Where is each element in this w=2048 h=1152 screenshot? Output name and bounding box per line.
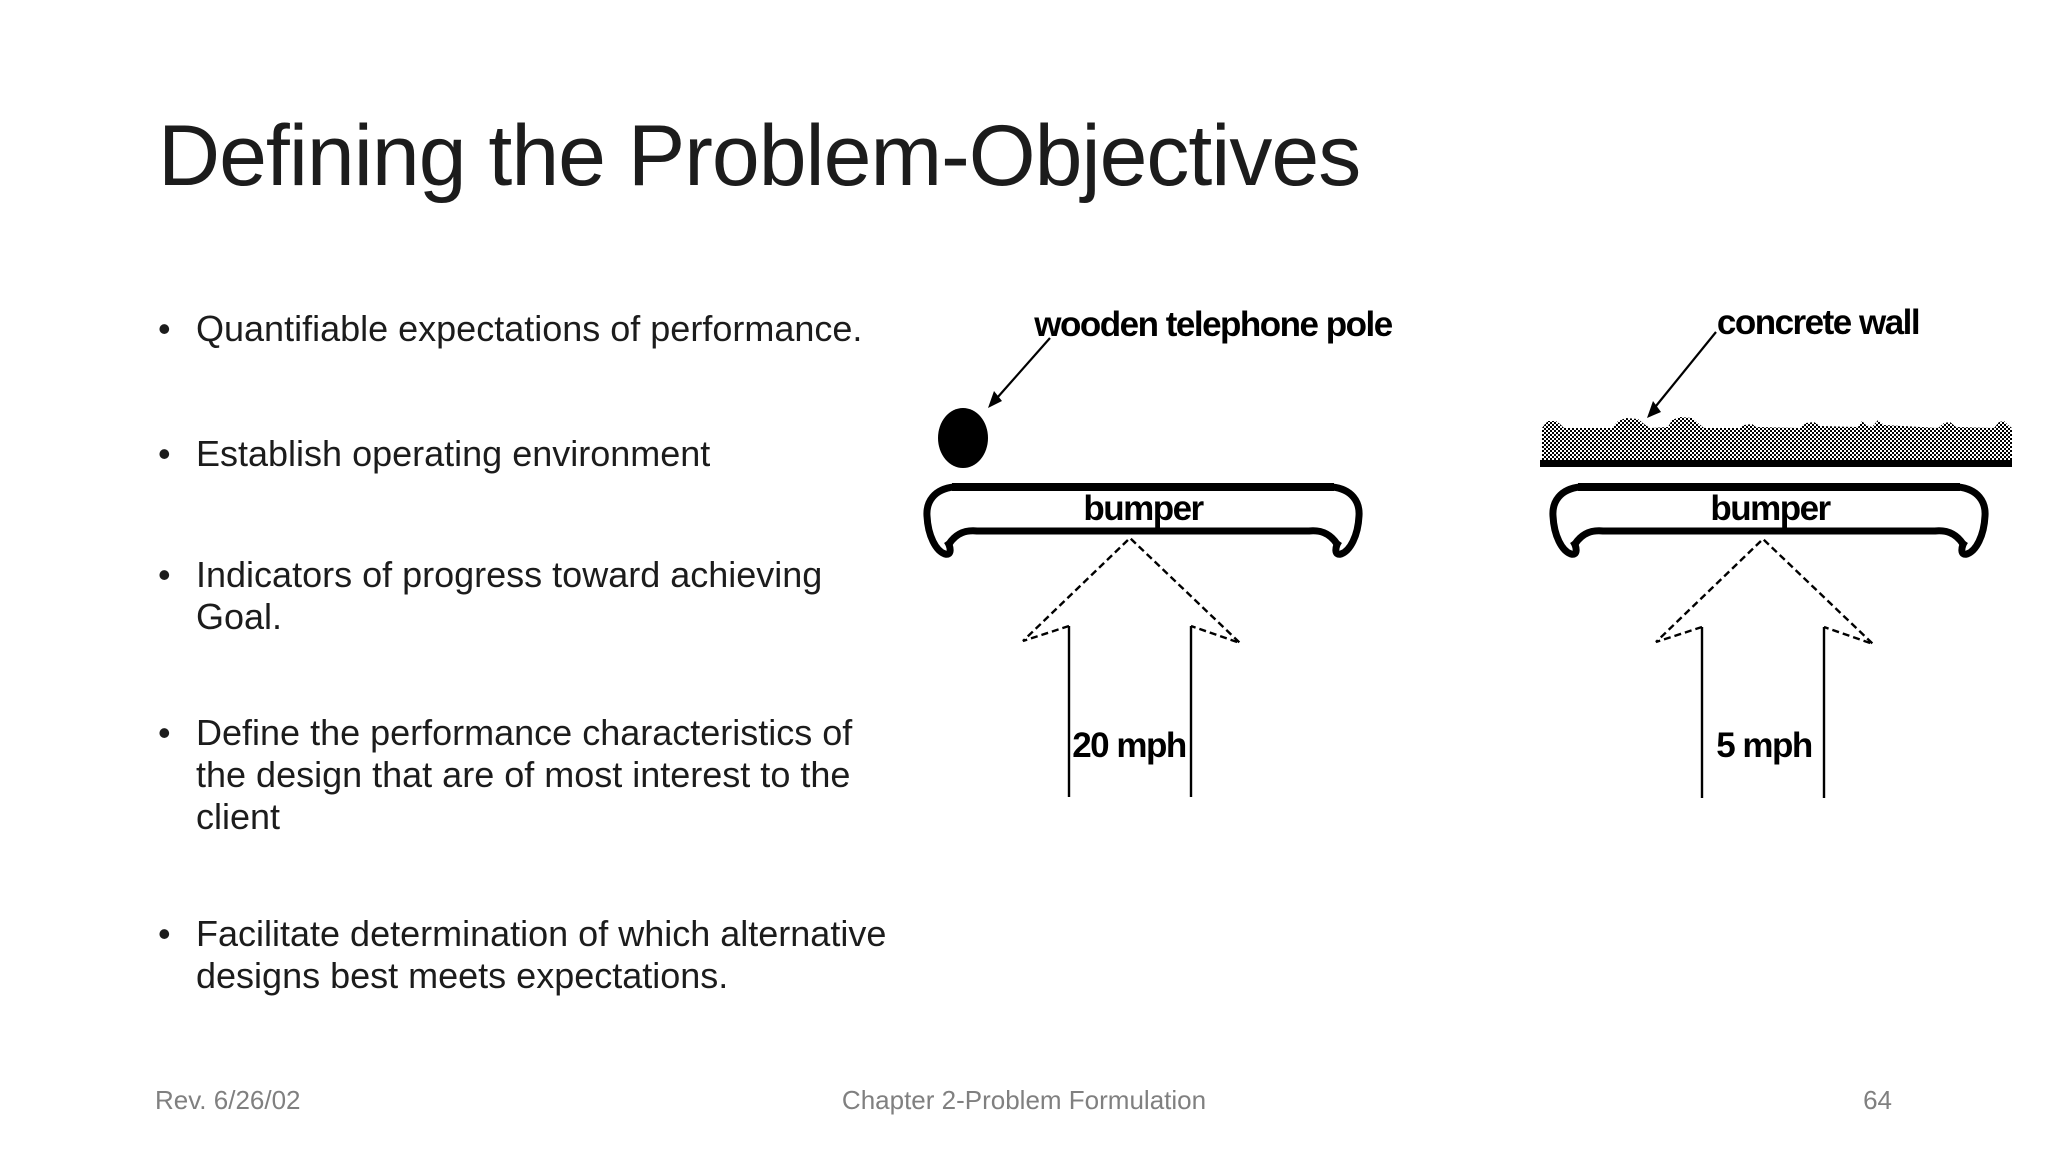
bullet-marker: • [158, 913, 171, 954]
bullet-item: • Define the performance characteristics… [158, 712, 852, 838]
wall-base-line [1540, 460, 2012, 467]
bumper-label: bumper [1083, 489, 1204, 528]
bullet-text: Facilitate determination of which altern… [196, 913, 887, 996]
footer-revision: Rev. 6/26/02 [155, 1085, 301, 1115]
bullet-text: Quantifiable expectations of performance… [196, 308, 863, 349]
wall-crash-diagram: concrete wall bumper 5 mph [1540, 303, 2012, 800]
bullet-marker: • [158, 433, 171, 474]
bullet-item: • Indicators of progress toward achievin… [158, 554, 822, 638]
wall-callout-label: concrete wall [1717, 303, 1919, 342]
concrete-wall-texture [1542, 417, 2012, 467]
bullet-marker: • [158, 712, 171, 753]
bullet-item: • Establish operating environment [158, 433, 710, 475]
bullet-marker: • [158, 308, 171, 349]
telephone-pole-icon [938, 408, 988, 468]
bullet-text: Indicators of progress toward achieving … [196, 554, 823, 637]
page-title: Defining the Problem-Objectives [158, 108, 1361, 204]
bullet-item: • Quantifiable expectations of performan… [158, 308, 862, 350]
crash-test-diagrams: wooden telephone pole bumper 20 mph conc… [900, 303, 2012, 800]
bullet-marker: • [158, 554, 171, 595]
callout-arrowhead-icon [988, 391, 1002, 408]
footer-chapter: Chapter 2-Problem Formulation [841, 1085, 1207, 1115]
pole-crash-diagram: wooden telephone pole bumper 20 mph [927, 305, 1394, 799]
pole-callout-label: wooden telephone pole [1033, 305, 1392, 344]
callout-arrow-line [1655, 331, 1717, 407]
bullet-text: Define the performance characteristics o… [196, 712, 853, 837]
speed-label: 5 mph [1716, 726, 1812, 765]
bumper-label: bumper [1710, 489, 1831, 528]
callout-arrow-line [996, 337, 1051, 399]
speed-label: 20 mph [1072, 726, 1186, 765]
footer-page-number: 64 [1863, 1085, 1892, 1115]
bullet-item: • Facilitate determination of which alte… [158, 913, 886, 997]
callout-arrowhead-icon [1647, 401, 1661, 418]
bullet-text: Establish operating environment [196, 433, 711, 474]
